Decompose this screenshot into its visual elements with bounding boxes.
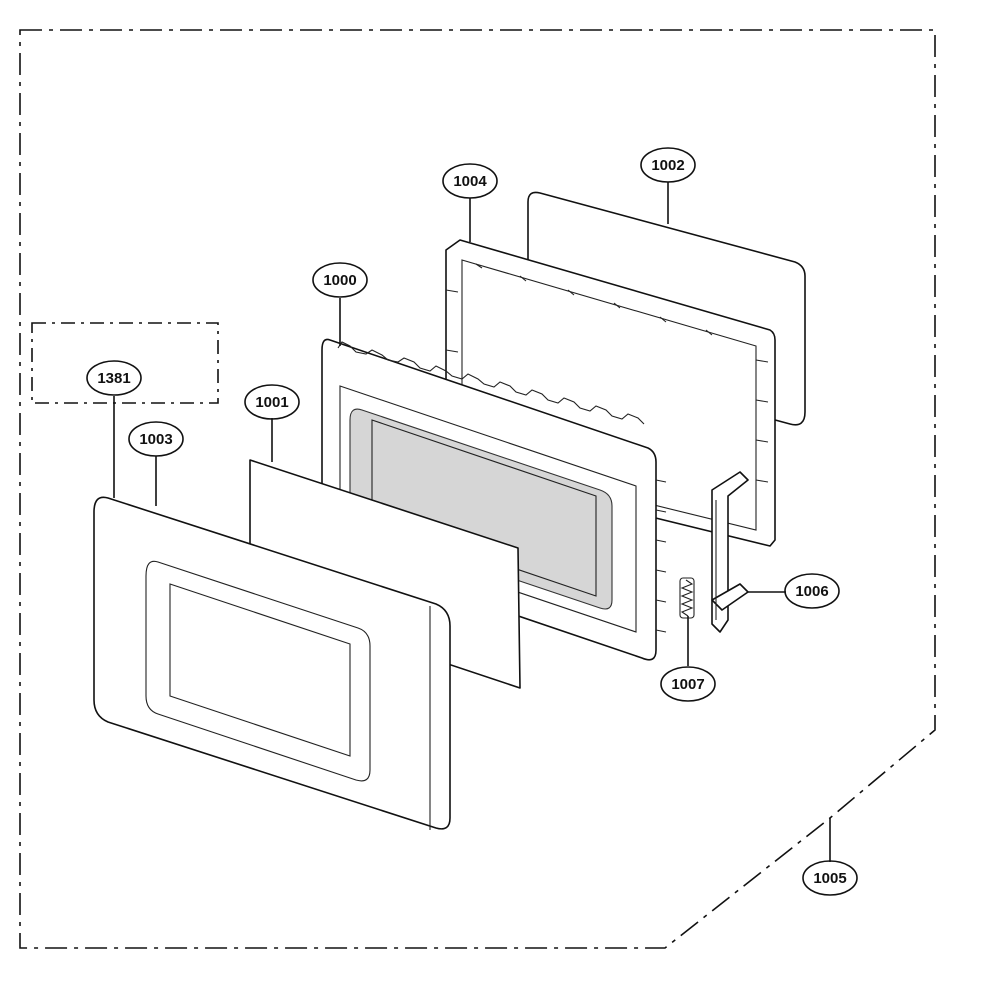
callout-label-1381: 1381: [97, 370, 130, 387]
callout-label-1006: 1006: [795, 583, 828, 600]
callout-label-1001: 1001: [255, 394, 288, 411]
callout-1001: 1001: [244, 384, 300, 420]
callout-1004: 1004: [442, 163, 498, 199]
callout-label-1000: 1000: [323, 272, 356, 289]
callout-label-1004: 1004: [453, 173, 487, 190]
part-1000-door-panel: [321, 338, 667, 661]
part-1381-boundary: [31, 322, 219, 404]
callout-1006: 1006: [784, 573, 840, 609]
part-1007-spring: [679, 577, 695, 619]
callout-1381: 1381: [86, 360, 142, 396]
callout-1005: 1005: [802, 860, 858, 896]
callout-label-1007: 1007: [671, 676, 704, 693]
callout-1003: 1003: [128, 421, 184, 457]
callout-label-1003: 1003: [139, 431, 172, 448]
leader-lines: [113, 182, 831, 862]
part-1003-door-frame: [93, 496, 451, 830]
callout-label-1005: 1005: [813, 870, 846, 887]
callout-1007: 1007: [660, 666, 716, 702]
callout-1000: 1000: [312, 262, 368, 298]
callout-label-1002: 1002: [651, 157, 684, 174]
callout-1002: 1002: [640, 147, 696, 183]
